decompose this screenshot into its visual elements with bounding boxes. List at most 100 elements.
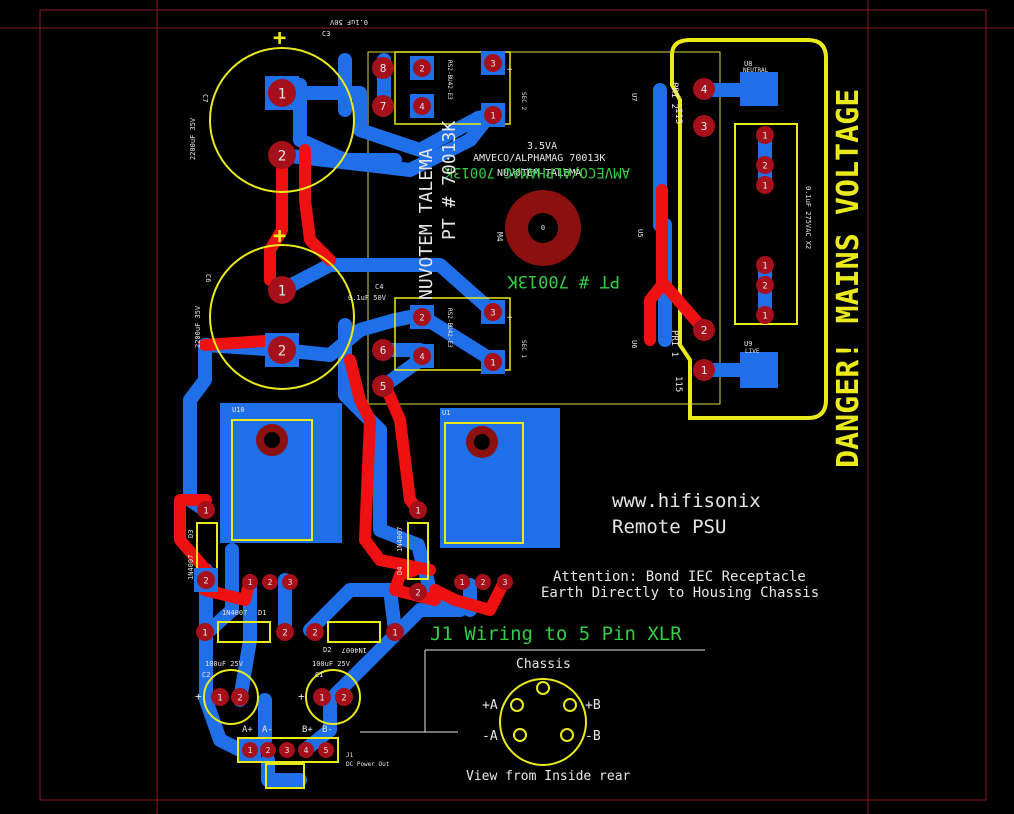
pad-number: 2 <box>419 64 424 74</box>
pad-19: 1 <box>693 359 715 381</box>
bridge-rectifiers <box>394 51 511 371</box>
pad-45: 2 <box>335 688 353 706</box>
xlr-view-label: View from Inside rear <box>466 769 631 784</box>
fuse-holder-outline <box>734 123 798 325</box>
pad-number: 8 <box>380 62 387 75</box>
transformer-model: AMVECO/ALPHAMAG 70013K <box>473 153 605 164</box>
attention-line1: Attention: Bond IEC Receptacle <box>553 569 806 585</box>
pad-number: 6 <box>380 344 387 357</box>
mains-square-pads <box>740 72 778 388</box>
power-out-label: DC Power Out <box>346 761 390 768</box>
mains-zone-outline <box>670 38 828 420</box>
pad-37: 2 <box>262 574 278 590</box>
c7-name: C7 <box>201 94 209 102</box>
pad-number: 1 <box>248 578 253 587</box>
pad-number: 3 <box>288 578 293 587</box>
bridge-top-label: RS2-BU42-E3 <box>446 60 453 100</box>
pad-28: 1 <box>197 501 215 519</box>
pad-2: 1 <box>268 276 296 304</box>
pad-0: 1 <box>265 76 299 110</box>
d2-label: 1N4007 <box>342 646 367 654</box>
transformer-rot-maker: NUVOTEM TALEMA <box>416 148 437 300</box>
live-label: LIVE <box>745 348 760 355</box>
pad-number: 2 <box>268 578 273 587</box>
pri-115a-label: 115 <box>673 108 683 124</box>
silkscreen-caps <box>203 47 587 766</box>
pad-46: 1 <box>239 739 261 761</box>
transformer-mirror-model: AMVECO/ALPHAMAG 70013K <box>444 164 630 180</box>
pad-40: 2 <box>475 574 491 590</box>
u6-label: U6 <box>630 340 638 348</box>
xlr-pin-b-neg: -B <box>585 729 601 744</box>
pad-number: 2 <box>203 576 208 586</box>
xlr-pin-rings <box>510 681 577 742</box>
j1-name: J1 <box>346 752 354 759</box>
d4-label: 1N4007 <box>396 527 404 552</box>
pad-number: 2 <box>282 628 287 638</box>
pad-number: 2 <box>481 578 486 587</box>
pad-7: 4 <box>410 94 434 118</box>
xlr-heading: J1 Wiring to 5 Pin XLR <box>430 623 682 645</box>
transformer-maker: NUVOTEM TALEMA <box>497 168 581 179</box>
pad-26: 2 <box>756 276 774 294</box>
pad-24: 1 <box>756 176 774 194</box>
d2-name: D2 <box>323 646 331 654</box>
neutral-label: NEUTRAL <box>743 67 769 74</box>
pad-number: 3 <box>490 308 495 318</box>
plus-c2: + <box>195 690 202 703</box>
regulator-u1 <box>440 408 560 548</box>
pad-number: 1 <box>460 578 465 587</box>
pad-22: 1 <box>756 126 774 144</box>
pad-32: 1 <box>196 623 214 641</box>
pad-number: 2 <box>312 628 317 638</box>
pad-number: 5 <box>380 380 387 393</box>
text-labels: DANGER! MAINS VOLTAGE www.hifisonix Remo… <box>187 18 866 784</box>
plus-top: + <box>273 26 286 51</box>
pad-31: 2 <box>409 583 427 601</box>
plus-c1: + <box>298 690 305 703</box>
pad-number: 2 <box>415 588 420 598</box>
out-b-neg: B- <box>322 725 333 735</box>
pad-number: 4 <box>419 352 424 362</box>
attention-line2: Earth Directly to Housing Chassis <box>541 585 819 601</box>
u7-label: U7 <box>630 93 638 101</box>
pad-44: 1 <box>313 688 331 706</box>
pad-number: 1 <box>762 261 767 271</box>
pad-number: 1 <box>319 693 324 703</box>
pad-4: 8 <box>372 57 394 79</box>
pad-number: 2 <box>278 343 286 359</box>
pri1-label: PRI 1 <box>669 330 679 357</box>
xlr-leader-lines <box>360 649 705 733</box>
transformer-outline <box>367 51 721 405</box>
bridge-bottom-label: RS2-BU42-E3 <box>446 308 453 348</box>
c3-name: C3 <box>322 30 330 38</box>
danger-label: DANGER! MAINS VOLTAGE <box>831 89 866 468</box>
pad-15: 1 <box>481 350 505 374</box>
pad-11: 5 <box>372 375 394 397</box>
brand-label: www.hifisonix <box>612 490 761 512</box>
pad-10: 6 <box>372 339 394 361</box>
pad-number: 1 <box>762 311 767 321</box>
pad-1: 2 <box>268 141 296 169</box>
pad-number: 2 <box>701 324 708 337</box>
pad-41: 3 <box>497 574 513 590</box>
c2-label: 100uF 25V <box>205 660 244 668</box>
pad-number: 1 <box>392 628 397 638</box>
plus-sec-top: + <box>507 65 513 75</box>
pad-number: 4 <box>304 746 309 755</box>
u10-label: U10 <box>232 406 245 414</box>
pad-number: 1 <box>203 506 208 516</box>
pads: 1212872431652431432111121121121212211231… <box>194 51 774 761</box>
pad-3: 2 <box>265 333 299 367</box>
pad-number: 2 <box>762 161 767 171</box>
pad-number: 5 <box>324 746 329 755</box>
c6-value: 2200uF 35V <box>194 305 202 348</box>
xlr-pin-a-neg: -A <box>482 729 498 744</box>
c4-name: C4 <box>375 283 383 291</box>
pri-115b-label: 115 <box>673 376 683 392</box>
xlr-chassis-label: Chassis <box>516 657 571 672</box>
pad-number: 3 <box>285 746 290 755</box>
c1-name: C1 <box>315 671 323 679</box>
